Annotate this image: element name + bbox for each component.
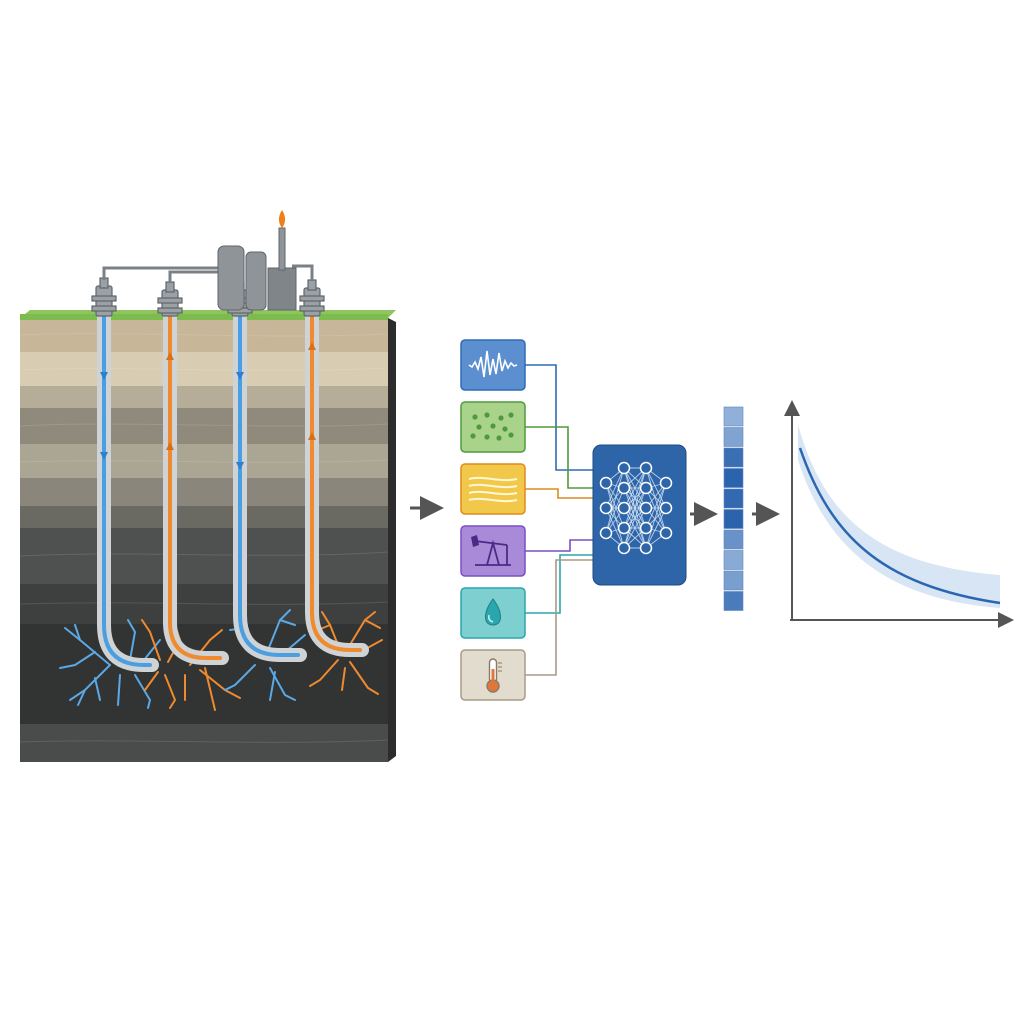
neural-network-model: [592, 444, 687, 586]
separator-tank-2: [245, 251, 267, 311]
network-node: [639, 521, 653, 535]
connector-6: [525, 559, 593, 676]
network-node: [617, 521, 631, 535]
facility-building: [267, 267, 297, 311]
connector-4: [525, 539, 593, 552]
network-node: [639, 501, 653, 515]
input-box: [460, 525, 526, 577]
thermometer-icon: [486, 658, 502, 693]
network-node: [599, 526, 613, 540]
uncertainty-band: [798, 425, 1000, 608]
latent-cell: [723, 591, 744, 611]
input-thermometer: [460, 649, 526, 701]
block-side-face: [388, 318, 396, 762]
connector-3: [525, 488, 593, 499]
network-node: [659, 526, 673, 540]
network-node: [617, 541, 631, 555]
injector-well-2: [233, 293, 307, 662]
fracture-orange-2: [309, 611, 383, 695]
layer-3: [20, 386, 388, 408]
reservoir-cross-section: [19, 210, 396, 762]
water-drop-icon: [485, 598, 501, 626]
latent-cell: [723, 488, 744, 509]
surface-facility: [102, 210, 314, 311]
layer-6: [20, 478, 388, 506]
latent-cell: [723, 406, 744, 427]
latent-cell: [723, 509, 744, 529]
layer-5: [20, 444, 388, 478]
basement-layer: [20, 724, 388, 762]
production-forecast-plot: [784, 400, 1014, 628]
network-node: [617, 501, 631, 515]
network-node: [617, 481, 631, 495]
input-sediment-layers: [460, 463, 526, 515]
input-seismic-wave: [460, 339, 526, 391]
input-box: [460, 339, 526, 391]
layer-7: [20, 506, 388, 528]
wellbores: [97, 293, 369, 672]
seismic-wave-icon: [468, 350, 518, 378]
layer-8: [20, 528, 388, 584]
layer-9: [20, 584, 388, 624]
input-feature-stack: [460, 339, 526, 701]
wellhead-1: [91, 277, 117, 317]
flare-stack: [278, 227, 286, 271]
input-water-drop: [460, 587, 526, 639]
layer-4: [20, 408, 388, 444]
connector-1: [525, 364, 593, 471]
wellhead-4: [299, 279, 325, 317]
network-node: [659, 476, 673, 490]
neural-network-icon: [599, 461, 673, 555]
connector-5: [525, 554, 593, 614]
network-node: [639, 461, 653, 475]
input-box: [460, 463, 526, 515]
flow-arrows: [100, 342, 316, 470]
strata-lines: [19, 333, 389, 743]
connector-2: [525, 426, 593, 489]
separator-tank-1: [217, 245, 245, 311]
network-node: [659, 501, 673, 515]
latent-cell: [723, 570, 744, 591]
surface-top: [20, 314, 388, 320]
layer-2: [20, 352, 388, 386]
input-pumpjack: [460, 525, 526, 577]
layer-1: [20, 318, 388, 352]
latent-cell: [723, 468, 744, 488]
flare-flame-icon: [278, 210, 286, 228]
latent-vector: [723, 406, 744, 611]
latent-cell: [723, 447, 744, 468]
latent-cell: [723, 529, 744, 550]
latent-cell: [723, 427, 744, 447]
fracture-blue-1: [59, 619, 161, 709]
sediment-layers-icon: [468, 476, 518, 503]
porosity-dots-icon: [470, 412, 514, 441]
decline-curve: [798, 447, 1001, 605]
latent-cell: [723, 550, 744, 570]
wellhead-2: [157, 281, 183, 317]
network-node: [639, 481, 653, 495]
producer-well-1: [163, 293, 229, 665]
network-node: [617, 461, 631, 475]
producer-well-2: [305, 293, 369, 657]
network-node: [599, 501, 613, 515]
pumpjack-icon: [471, 535, 511, 566]
network-node: [639, 541, 653, 555]
input-connectors: [525, 364, 593, 676]
injector-well-1: [97, 293, 159, 672]
input-porosity-dots: [460, 401, 526, 453]
model-box: [592, 444, 687, 586]
network-node: [599, 476, 613, 490]
